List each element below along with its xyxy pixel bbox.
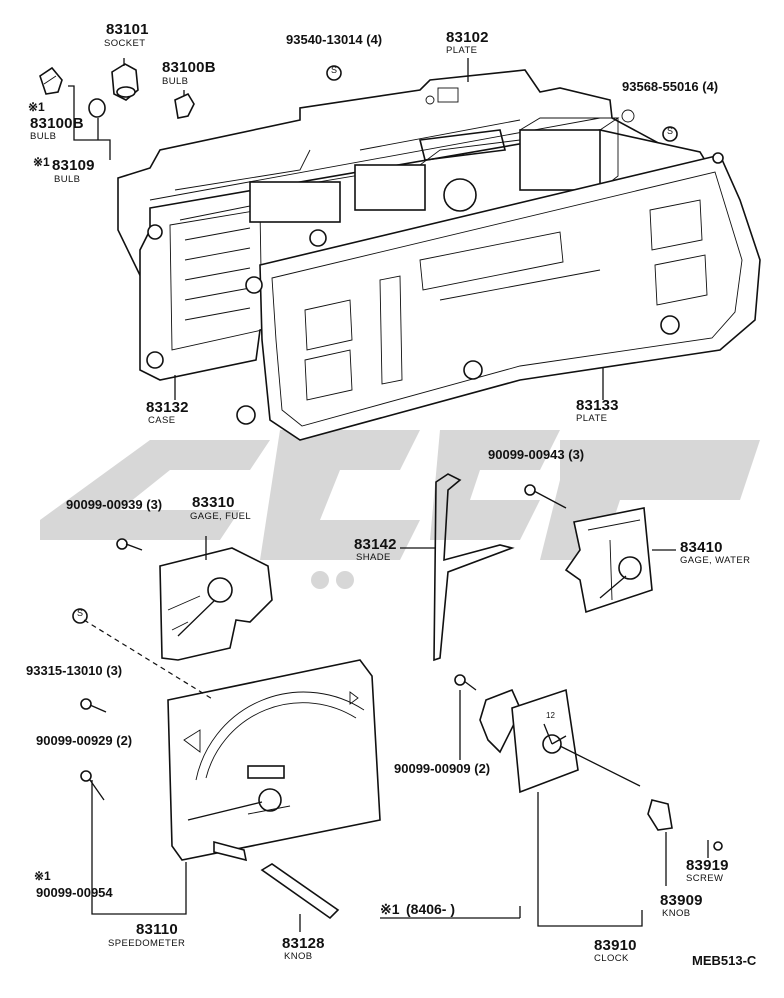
label-83100b-desc: BULB (30, 131, 57, 142)
label-83100b-top-num: 83100B (162, 59, 216, 76)
label-83919-desc: SCREW (686, 873, 724, 884)
label-90099-00939: 90099-00939 (3) (66, 497, 163, 512)
bulb-83100b (174, 92, 195, 119)
screw-90099-00929 (80, 698, 107, 713)
label-83909-desc: KNOB (662, 908, 691, 919)
label-83109-num: 83109 (52, 157, 95, 174)
label-83109-desc: BULB (54, 174, 81, 185)
case-block (519, 129, 601, 191)
s-mark-93568 (662, 126, 678, 142)
s-mark-93315-glyph: S (76, 608, 83, 618)
shade-83142 (400, 473, 515, 662)
label-90099-00943: 90099-00943 (3) (488, 447, 585, 462)
knob-83128 (260, 863, 340, 932)
diagram-reference-code: MEB513-C (692, 953, 757, 968)
label-83133-desc: PLATE (576, 413, 608, 424)
s-mark-93540-glyph: S (330, 65, 337, 75)
label-83102-num: 83102 (446, 29, 489, 46)
label-83128-num: 83128 (282, 935, 325, 952)
label-83110-num: 83110 (136, 921, 178, 938)
front-plate (259, 154, 761, 441)
label-83919-num: 83919 (686, 857, 729, 874)
clock-83910 (479, 688, 723, 927)
label-90099-00954: 90099-00954 (36, 885, 113, 900)
label-93568: 93568-55016 (4) (622, 79, 719, 94)
label-83132-desc: CASE (148, 415, 176, 426)
label-83909-num: 83909 (660, 892, 703, 909)
label-93315-13010: 93315-13010 (3) (26, 663, 123, 678)
bulb-83100b-left (39, 66, 63, 95)
label-83101-desc: SOCKET (104, 38, 146, 49)
screw-90099-00954 (80, 770, 105, 801)
label-90099-00954-star: ※1 (34, 869, 51, 883)
label-83910-num: 83910 (594, 937, 637, 954)
screw-90099-00939 (116, 538, 143, 551)
label-83142-desc: SHADE (356, 552, 391, 563)
speedometer-83110 (83, 619, 381, 915)
label-83109-star: ※1 (33, 155, 50, 169)
plate-hole (463, 360, 483, 380)
label-83132-num: 83132 (146, 399, 189, 416)
cluster-assembly (39, 58, 761, 441)
screw-90099-00909 (454, 674, 477, 760)
s-mark-93315 (72, 608, 88, 624)
watermark (40, 430, 760, 589)
label-83410-desc: GAGE, WATER (680, 555, 751, 566)
label-83100b-top-desc: BULB (162, 76, 189, 87)
s-mark-93540 (326, 65, 342, 81)
label-90099-00909: 90099-00909 (2) (394, 761, 491, 776)
label-83910-desc: CLOCK (594, 953, 629, 964)
label-83128-desc: KNOB (284, 951, 313, 962)
screw-90099-00943 (524, 484, 567, 509)
label-93540: 93540-13014 (4) (286, 32, 383, 47)
label-83100b-star: ※1 (28, 100, 45, 114)
label-83110-desc: SPEEDOMETER (108, 938, 186, 949)
range-note-text: (8406- ) (406, 901, 456, 917)
label-83410-num: 83410 (680, 539, 723, 556)
bulb-83109 (88, 98, 106, 118)
label-83100b-num: 83100B (30, 115, 84, 132)
label-83310-desc: GAGE, FUEL (190, 511, 252, 522)
label-83310-num: 83310 (192, 494, 235, 511)
fuel-gage (159, 536, 273, 661)
label-83101-num: 83101 (106, 21, 149, 38)
water-gage (564, 507, 676, 614)
range-note-star: ※1 (380, 901, 400, 917)
clock-face-12: 12 (546, 711, 555, 720)
label-90099-00929: 90099-00929 (2) (36, 733, 133, 748)
label-83102-desc: PLATE (446, 45, 478, 56)
label-83142-num: 83142 (354, 536, 397, 553)
s-mark-93568-glyph: S (666, 126, 673, 136)
label-83133-num: 83133 (576, 397, 619, 414)
